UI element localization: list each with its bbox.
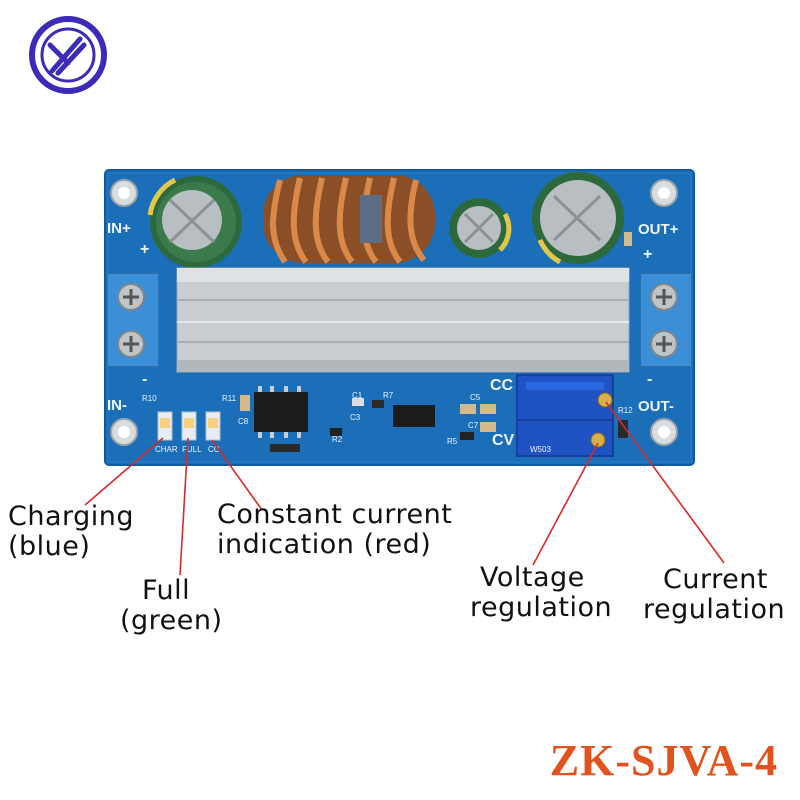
r2-label: R2 [332,435,343,444]
charging-callout-line [84,437,164,506]
c3-label: C3 [350,413,361,422]
voltage-callout-line1: Voltage [480,562,585,593]
current-callout: Current regulation [643,565,785,625]
charging-callout: Charging (blue) [8,502,134,562]
full-label: FULL [182,445,202,454]
heatsink [176,267,630,373]
output-terminal-block [639,272,693,368]
out-minus-label: OUT- [638,398,674,415]
charging-callout-line1: Charging [8,501,135,532]
constant-current-callout: Constant current indication (red) [217,500,452,560]
input-terminal-block [106,272,160,368]
voltage-callout: Voltage regulation [470,563,612,623]
c1-label: C1 [352,391,363,400]
chrg-label: CHAR [155,445,178,454]
model-number: ZK-SJVA-4 [549,736,778,785]
potentiometers [516,374,614,457]
cv-label: CV [492,432,515,449]
full-callout: Full (green) [120,575,223,636]
out-minus-sign: - [647,371,652,388]
constant-current-callout-line2: indication (red) [217,529,432,560]
status-leds [157,411,221,441]
logo-inner-ring [40,27,96,83]
cc-led-label: CC [208,445,220,454]
current-pot [516,419,614,457]
in-minus-label: IN- [107,397,127,414]
in-minus-sign: - [142,371,147,388]
small-capacitor [449,198,512,258]
pot-marking: W503 [530,445,551,454]
ic-chip [254,392,308,432]
current-callout-line [605,401,725,564]
cc-label: CC [490,377,514,394]
out-plus-label: OUT+ [638,221,679,238]
r12-label: R12 [618,406,633,415]
full-callout-line2: (green) [120,605,223,636]
current-callout-line2: regulation [643,594,786,625]
voltage-callout-line [532,442,599,566]
callout-lines [84,401,725,576]
charging-callout-line2: (blue) [8,531,91,562]
smd-components [240,232,632,452]
r5-label: R5 [447,437,458,446]
toroid-inductor [263,175,435,264]
r11-label: R11 [222,394,237,403]
in-plus-sign: + [140,241,149,258]
r7-label: R7 [383,391,394,400]
constant-current-callout-line [211,439,263,511]
full-callout-line1: Full [142,575,191,606]
logo-strokes [47,36,87,76]
c7-label: C7 [468,421,479,430]
full-callout-line [179,437,189,576]
r10-label: R10 [142,394,157,403]
input-capacitor [147,176,242,268]
brand-logo [29,16,107,94]
constant-current-callout-line1: Constant current [217,499,453,530]
c8-label: C8 [238,417,249,426]
in-plus-label: IN+ [107,220,131,237]
voltage-callout-line2: regulation [470,592,613,623]
c5-label: C5 [470,393,481,402]
current-callout-line1: Current [663,564,768,595]
ic-chip-small [393,405,435,427]
out-plus-sign: + [643,246,652,263]
logo-ring [29,16,107,94]
output-capacitor [532,172,624,265]
mounting-holes [110,179,678,446]
